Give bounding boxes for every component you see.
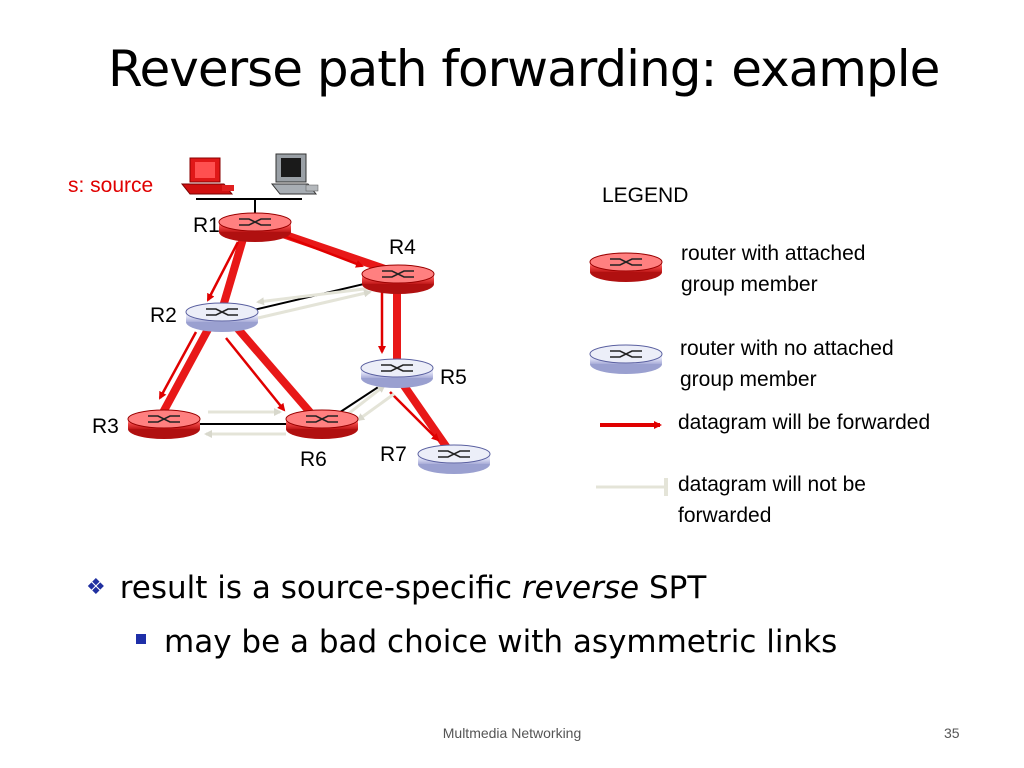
router-r4-icon [361, 264, 435, 294]
bullet-1-suffix: SPT [639, 570, 707, 606]
legend-nonmember-line2: group member [680, 368, 817, 391]
legend-notforwarded-line1: datagram will not be [678, 473, 866, 496]
forward-arrows [158, 234, 440, 442]
router-r3-icon [127, 409, 201, 439]
bullet-1: ❖ result is a source-specific reverse SPT [86, 570, 837, 606]
legend-member-line1: router with attached [681, 242, 866, 265]
source-label: s: source [68, 174, 154, 197]
bullet-2: may be a bad choice with asymmetric link… [136, 624, 837, 660]
bullet-1-emphasis: reverse [521, 570, 640, 606]
router-label-r5: R5 [440, 366, 467, 389]
legend-heading: LEGEND [602, 184, 689, 207]
router-r7-icon [417, 444, 491, 474]
bullet-2-text: may be a bad choice with asymmetric link… [164, 624, 838, 660]
legend-member-text: router with attached group member [681, 238, 865, 300]
router-label-r1: R1 [193, 214, 220, 237]
legend-member-line2: group member [681, 273, 818, 296]
legend-member-router-icon [589, 252, 663, 282]
router-label-r4: R4 [389, 236, 416, 259]
router-r6-icon [285, 409, 359, 439]
page-number: 35 [944, 725, 960, 741]
legend-nonmember-text: router with no attached group member [680, 333, 894, 395]
square-bullet-icon [136, 634, 146, 644]
legend-nonmember-line1: router with no attached [680, 337, 894, 360]
router-r5-icon [360, 358, 434, 388]
member-computer-icon [270, 153, 319, 195]
router-label-r3: R3 [92, 415, 119, 438]
legend-nonmember-router-icon [589, 344, 663, 374]
diamond-bullet-icon: ❖ [86, 575, 106, 600]
router-label-r2: R2 [150, 304, 177, 327]
router-label-r7: R7 [380, 443, 407, 466]
router-r2-icon [185, 302, 259, 332]
slide-footer: Multmedia Networking [442, 725, 582, 741]
slide-title: Reverse path forwarding: example [108, 40, 940, 98]
legend-notforwarded-text: datagram will not be forwarded [678, 469, 866, 531]
source-computer-icon [180, 157, 234, 195]
bullet-list: ❖ result is a source-specific reverse SPT… [86, 570, 837, 660]
legend-notforwarded-line2: forwarded [678, 504, 772, 527]
legend-forwarded-text: datagram will be forwarded [678, 411, 931, 434]
router-r1-icon [218, 212, 292, 242]
bullet-1-text: result is a source-specific [119, 570, 522, 606]
nonforward-arrows [204, 286, 395, 438]
router-label-r6: R6 [300, 448, 327, 471]
